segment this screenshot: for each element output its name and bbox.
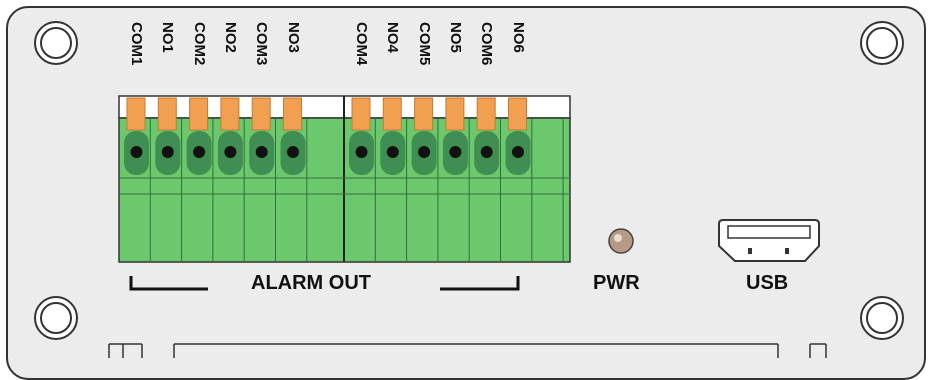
- terminal-no1[interactable]: [155, 97, 181, 175]
- usb-port-icon[interactable]: [715, 218, 825, 264]
- bottom-rail: [108, 343, 827, 358]
- terminal-block: [118, 95, 571, 263]
- power-led-icon: [608, 228, 634, 254]
- screw-hole-bottom-left-icon: [34, 296, 78, 340]
- alarm-out-label: ALARM OUT: [251, 272, 371, 294]
- terminal-com5[interactable]: [411, 97, 437, 175]
- terminal-no6[interactable]: [505, 97, 531, 175]
- screw-hole-top-right-icon: [860, 21, 904, 65]
- terminal-com4[interactable]: [349, 97, 374, 175]
- terminal-no3[interactable]: [280, 97, 306, 175]
- power-label: PWR: [593, 272, 640, 294]
- terminal-no2[interactable]: [217, 97, 243, 175]
- terminal-com6[interactable]: [474, 97, 500, 175]
- terminal-com3[interactable]: [249, 97, 275, 175]
- usb-label: USB: [746, 272, 789, 294]
- screw-hole-top-left-icon: [34, 21, 78, 65]
- alarm-out-bracket: [129, 276, 520, 291]
- terminal-com1[interactable]: [124, 97, 149, 175]
- terminal-no4[interactable]: [380, 97, 406, 175]
- screw-hole-bottom-right-icon: [860, 296, 904, 340]
- terminal-com2[interactable]: [186, 97, 212, 175]
- terminal-no5[interactable]: [442, 97, 468, 175]
